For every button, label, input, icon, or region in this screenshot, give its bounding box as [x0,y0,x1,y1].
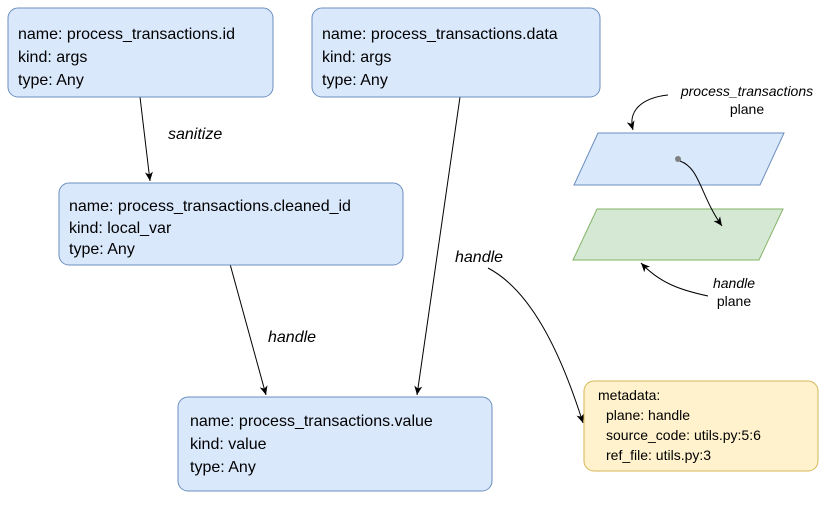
node-process-transactions-id[interactable]: name: process_transactions.id kind: args… [7,7,274,98]
node-process-transactions-data[interactable]: name: process_transactions.data kind: ar… [311,7,601,98]
node-value-kind: kind: value [190,436,267,453]
top-plane-suffix: plane [730,101,764,117]
edge-label-handle-metadata: handle [455,249,503,266]
node-id-name: name: process_transactions.id [18,26,235,43]
node-value-type: type: Any [190,459,256,476]
metadata-source-code: source_code: utils.py:5:6 [606,427,761,443]
node-id-kind: kind: args [18,49,87,66]
top-plane-name: process_transactions [680,83,813,99]
metadata-plane: plane: handle [606,407,690,423]
bottom-plane-name: handle [713,275,755,291]
edge-label-handle-value: handle [268,329,316,346]
node-id-type: type: Any [18,72,84,89]
edge-handle-to-metadata [487,267,585,424]
node-cleaned-id-type: type: Any [69,241,135,258]
plane-transition-arrow [679,160,723,227]
metadata-ref-file: ref_file: utils.py:3 [606,447,711,463]
node-data-kind: kind: args [322,49,391,66]
edge-cleaned-id-to-value [229,263,268,396]
node-value-name: name: process_transactions.value [190,413,433,430]
node-data-type: type: Any [322,72,388,89]
node-process-transactions-value[interactable]: name: process_transactions.value kind: v… [177,396,493,492]
plane-dot [675,156,681,162]
node-cleaned-id-kind: kind: local_var [69,220,172,237]
metadata-box[interactable]: metadata: plane: handle source_code: uti… [583,380,819,472]
planes-illustration: process_transactions plane handle plane [572,83,813,309]
edge-data-to-value [414,96,461,396]
metadata-title: metadata: [598,387,660,403]
node-process-transactions-cleaned-id[interactable]: name: process_transactions.cleaned_id ki… [58,182,404,266]
bottom-plane-pointer [640,262,709,297]
bottom-plane-suffix: plane [717,293,751,309]
node-cleaned-id-name: name: process_transactions.cleaned_id [69,198,351,215]
edge-label-sanitize: sanitize [168,126,222,143]
handle-plane [572,208,784,261]
edge-id-to-cleaned-id [139,96,153,182]
node-data-name: name: process_transactions.data [322,26,558,43]
top-plane-pointer [626,94,669,131]
